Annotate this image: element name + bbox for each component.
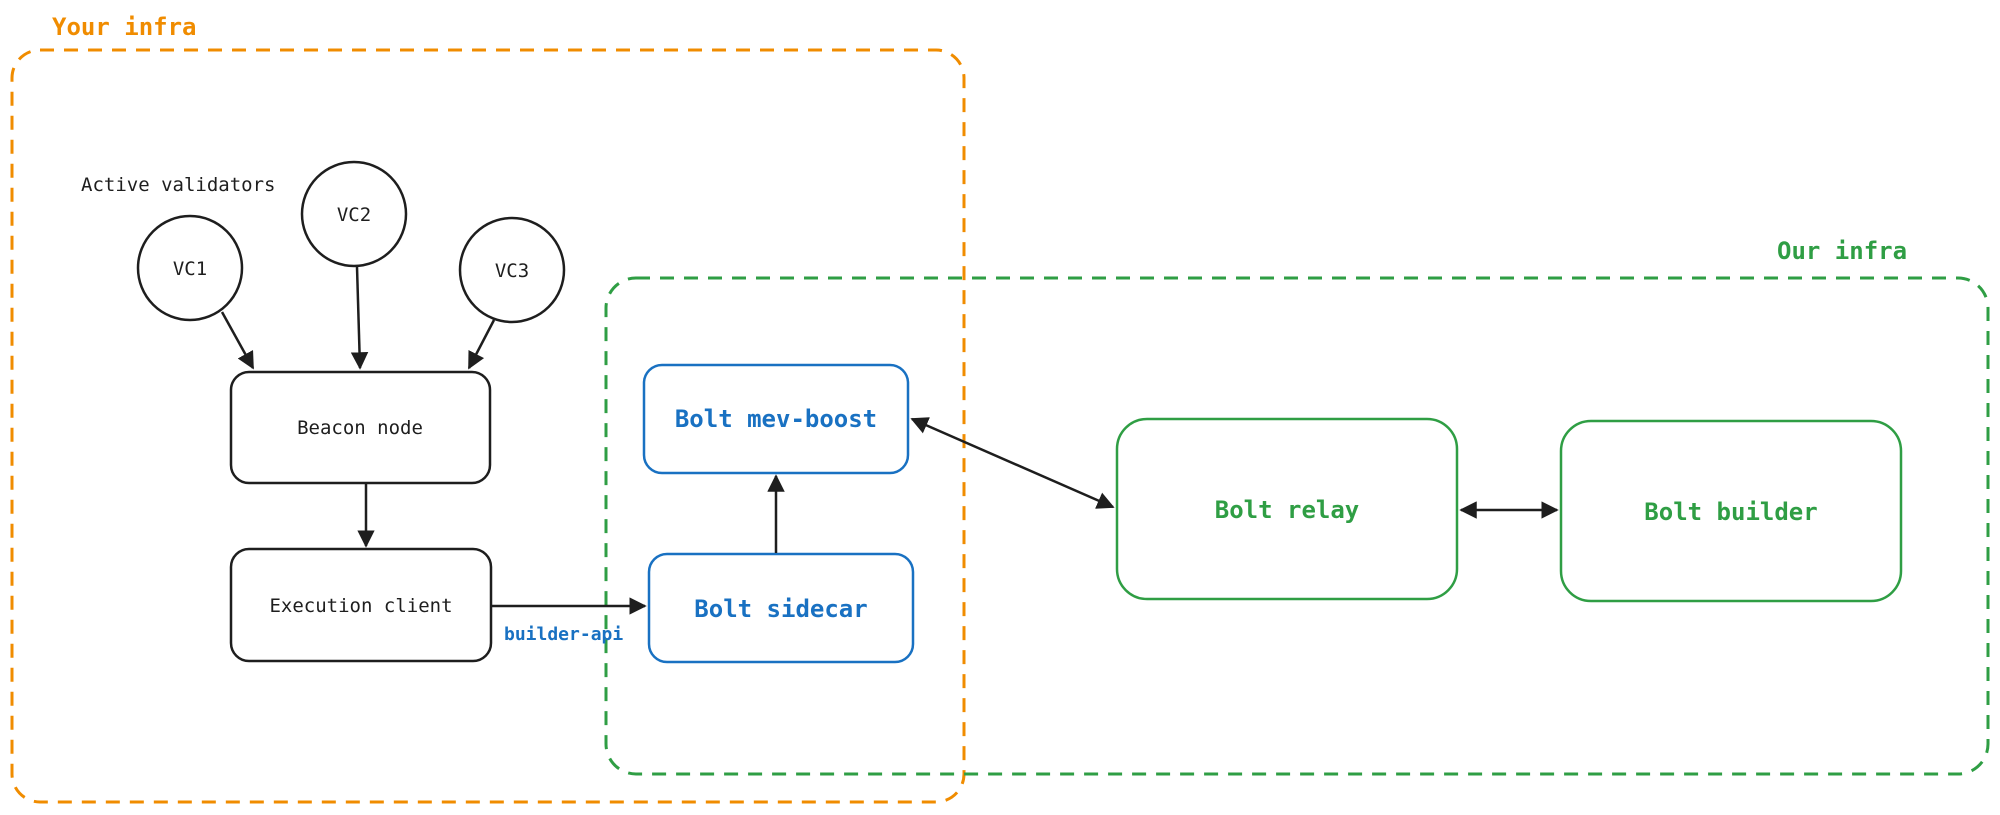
validator-vc3-label: VC3 bbox=[495, 260, 529, 282]
arrow-mev-boost-relay bbox=[910, 417, 1115, 509]
our-infra-region bbox=[604, 276, 1990, 776]
bolt-mev-boost-label: Bolt mev-boost bbox=[675, 405, 877, 433]
arrow-vc3-to-beacon bbox=[467, 319, 496, 370]
bolt-mev-boost-box bbox=[642, 363, 910, 475]
bolt-sidecar-box bbox=[647, 552, 915, 664]
bolt-builder-label: Bolt builder bbox=[1644, 498, 1817, 526]
bolt-sidecar-label: Bolt sidecar bbox=[694, 595, 867, 623]
bolt-relay-label: Bolt relay bbox=[1215, 496, 1360, 524]
beacon-node-label: Beacon node bbox=[297, 417, 423, 439]
builder-api-label: builder-api bbox=[504, 624, 623, 645]
validator-vc2-label: VC2 bbox=[337, 204, 371, 226]
validator-vc1 bbox=[136, 214, 244, 322]
execution-client-label: Execution client bbox=[269, 595, 452, 617]
validator-vc3 bbox=[458, 216, 566, 324]
arrow-vc2-to-beacon bbox=[350, 266, 369, 370]
bolt-builder-box bbox=[1559, 419, 1903, 603]
validator-vc2 bbox=[300, 160, 408, 268]
our-infra-label: Our infra bbox=[1777, 237, 1907, 265]
active-validators-heading: Active validators bbox=[81, 174, 275, 196]
arrow-vc1-to-beacon bbox=[220, 311, 255, 370]
validator-vc1-label: VC1 bbox=[173, 258, 207, 280]
bolt-relay-box bbox=[1115, 417, 1459, 601]
your-infra-label: Your infra bbox=[52, 13, 197, 41]
beacon-node-box bbox=[229, 370, 492, 485]
